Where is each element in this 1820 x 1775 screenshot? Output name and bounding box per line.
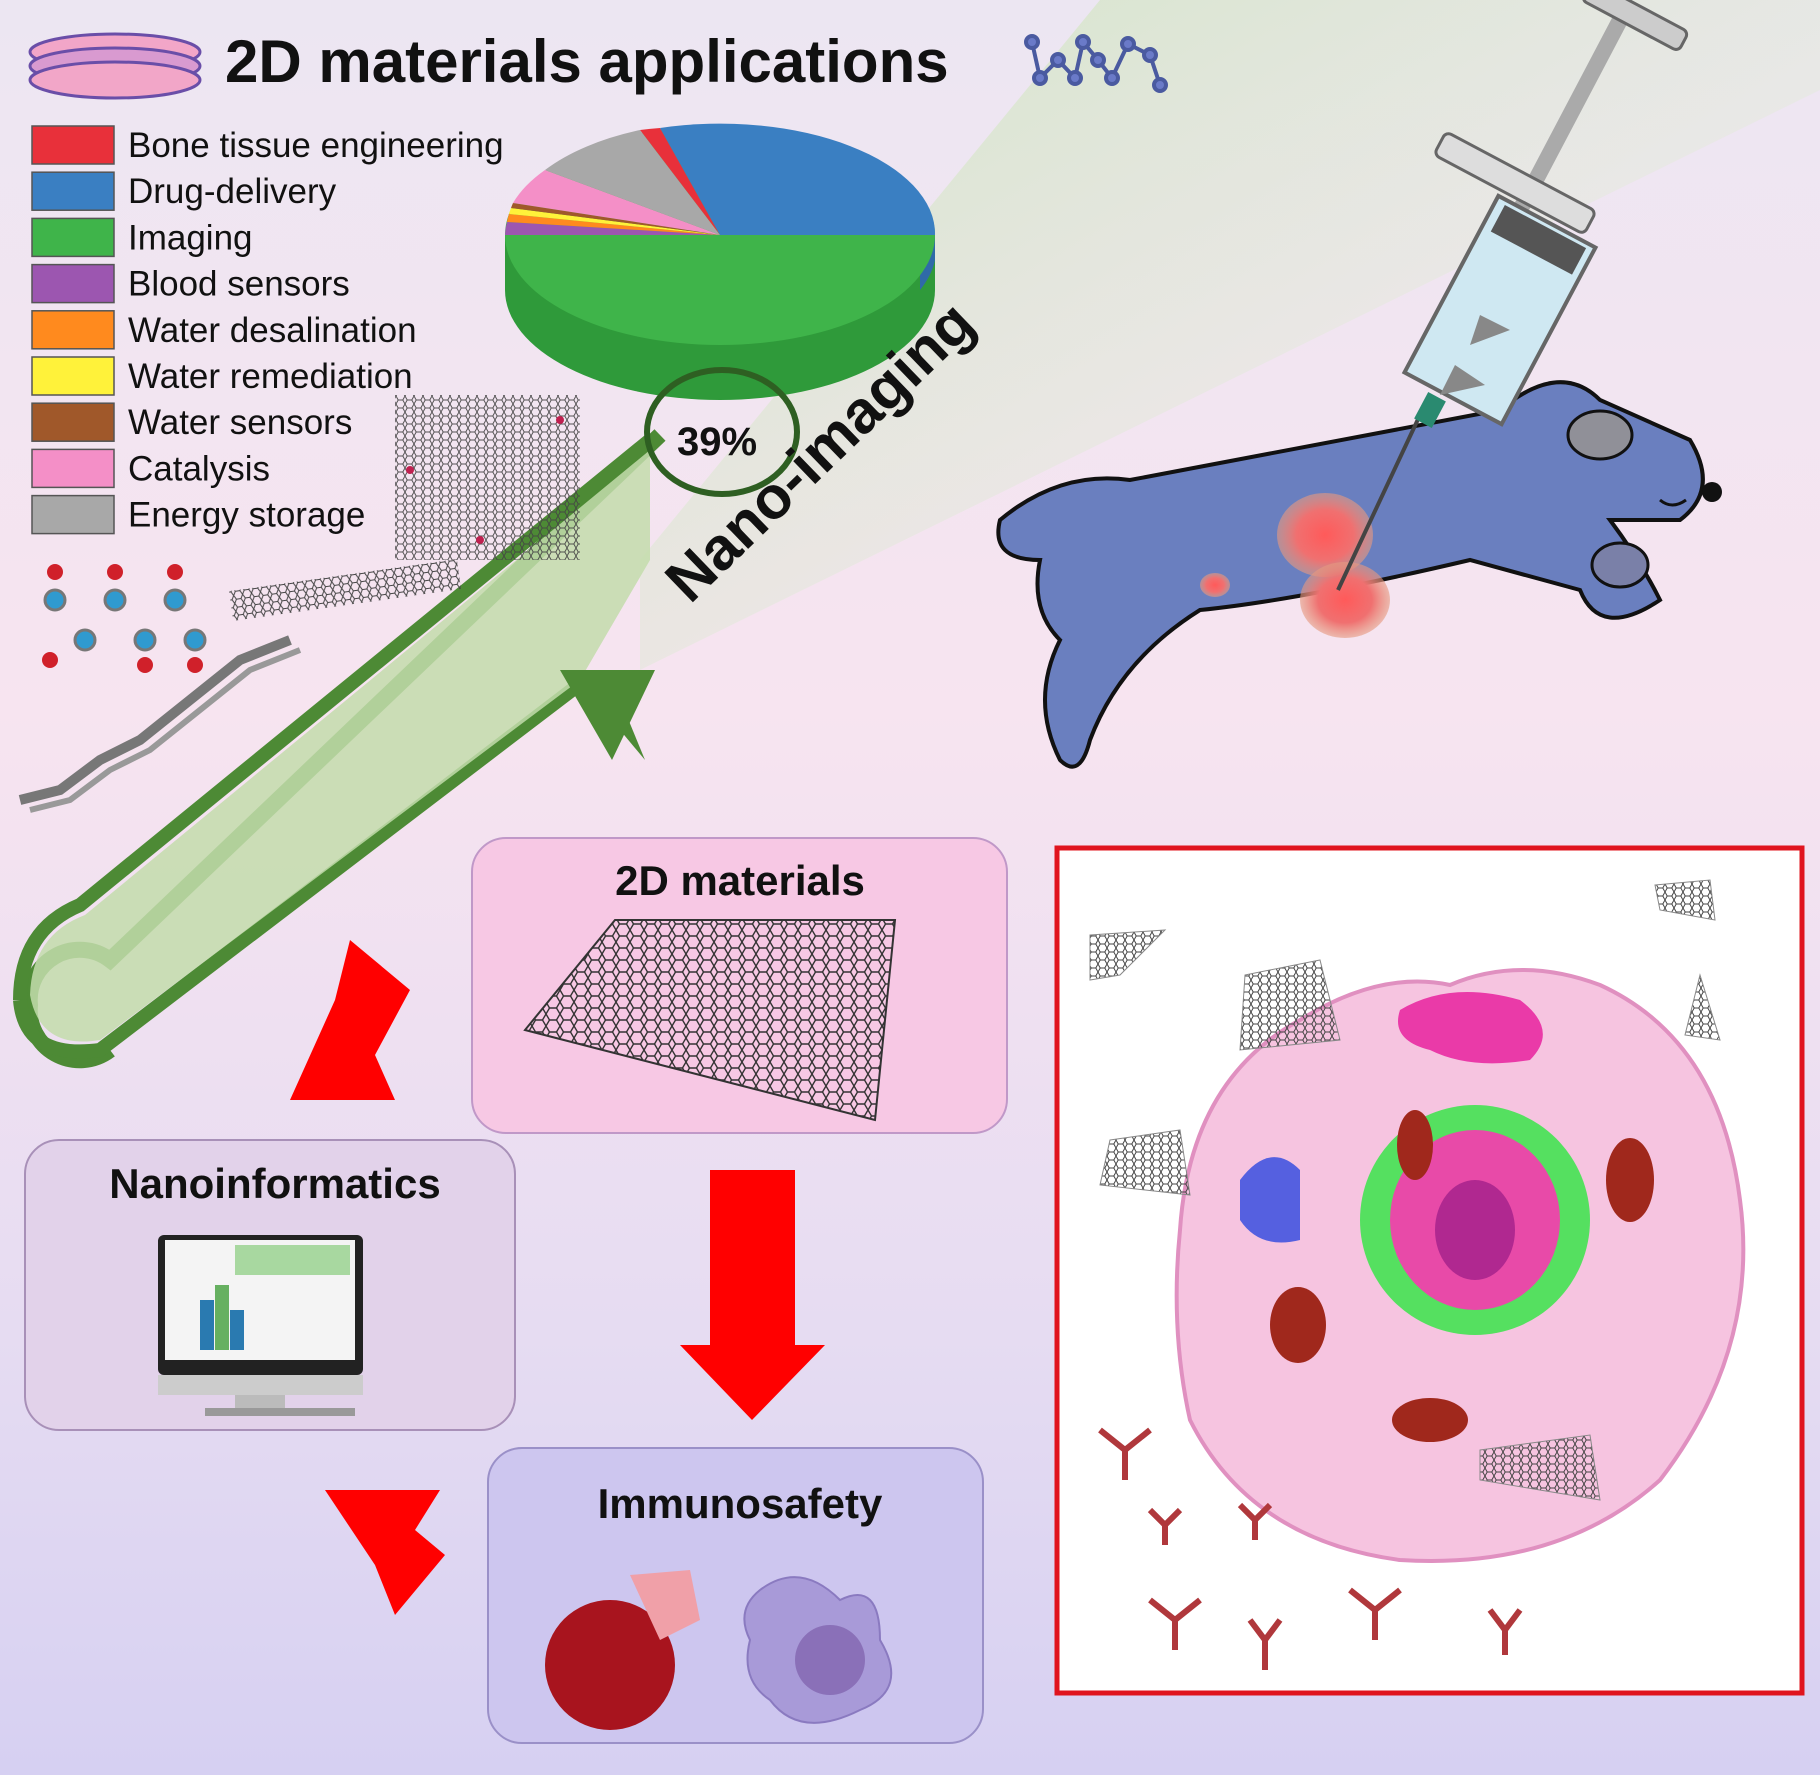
pie-slice-desalination	[507, 214, 720, 235]
pie-slice-water-sensors	[511, 203, 720, 235]
cell-illustration	[1089, 879, 1746, 1670]
legend-swatch	[31, 356, 115, 396]
legend-swatch	[31, 217, 115, 258]
box-nanoinformatics-title: Nanoinformatics	[109, 1160, 440, 1207]
pie-chart	[505, 123, 936, 400]
percent-circle	[644, 367, 800, 497]
legend-label: Blood sensors	[128, 265, 350, 304]
layered-sheets-icon	[28, 32, 202, 100]
macrophage-nucleus-icon	[795, 1625, 865, 1695]
bursting-cell-icon	[545, 1570, 700, 1730]
red-arrow-to-nanoinformatics	[290, 940, 410, 1100]
legend-label: Imaging	[128, 218, 253, 257]
legend: Bone tissue engineeringDrug-deliveryImag…	[31, 125, 504, 535]
pie-slice-bone	[640, 128, 720, 235]
pie-slice-blood	[505, 222, 720, 235]
syringe-illustration	[1336, 0, 1689, 591]
legend-swatch	[31, 310, 115, 350]
legend-label: Drug-delivery	[128, 172, 337, 211]
legend-swatch	[31, 402, 115, 442]
pie-slice-remediation	[509, 208, 720, 235]
pie-slice-catalysis	[513, 170, 720, 235]
legend-label: Water remediation	[128, 357, 413, 396]
box-immunosafety-title: Immunosafety	[598, 1480, 883, 1527]
red-arrow-to-nanoinformatics-lower	[325, 1490, 445, 1615]
monitor-icon	[158, 1235, 363, 1416]
red-arrow-down	[680, 1170, 825, 1420]
legend-label: Water sensors	[128, 403, 352, 442]
legend-label: Catalysis	[128, 449, 270, 488]
mouse-illustration	[996, 380, 1722, 769]
box-2d-materials-title: 2D materials	[615, 857, 865, 904]
legend-label: Bone tissue engineering	[128, 126, 504, 165]
legend-swatch	[31, 171, 115, 211]
pie-slice-energy-storage	[545, 130, 720, 235]
graphene-sheet	[523, 919, 897, 1122]
pie-slice-drug-delivery	[660, 123, 936, 235]
legend-swatch	[31, 494, 115, 535]
molecule-structures	[18, 395, 580, 813]
legend-swatch	[31, 448, 115, 489]
page-title: 2D materials applications	[225, 28, 949, 95]
legend-label: Water desalination	[128, 311, 417, 350]
legend-swatch	[31, 263, 115, 304]
imaging-percentage: 39%	[677, 420, 757, 464]
legend-swatch	[31, 125, 115, 165]
green-band	[640, 0, 1820, 670]
molecule-chain-icon	[1024, 34, 1168, 93]
legend-label: Energy storage	[128, 496, 365, 535]
